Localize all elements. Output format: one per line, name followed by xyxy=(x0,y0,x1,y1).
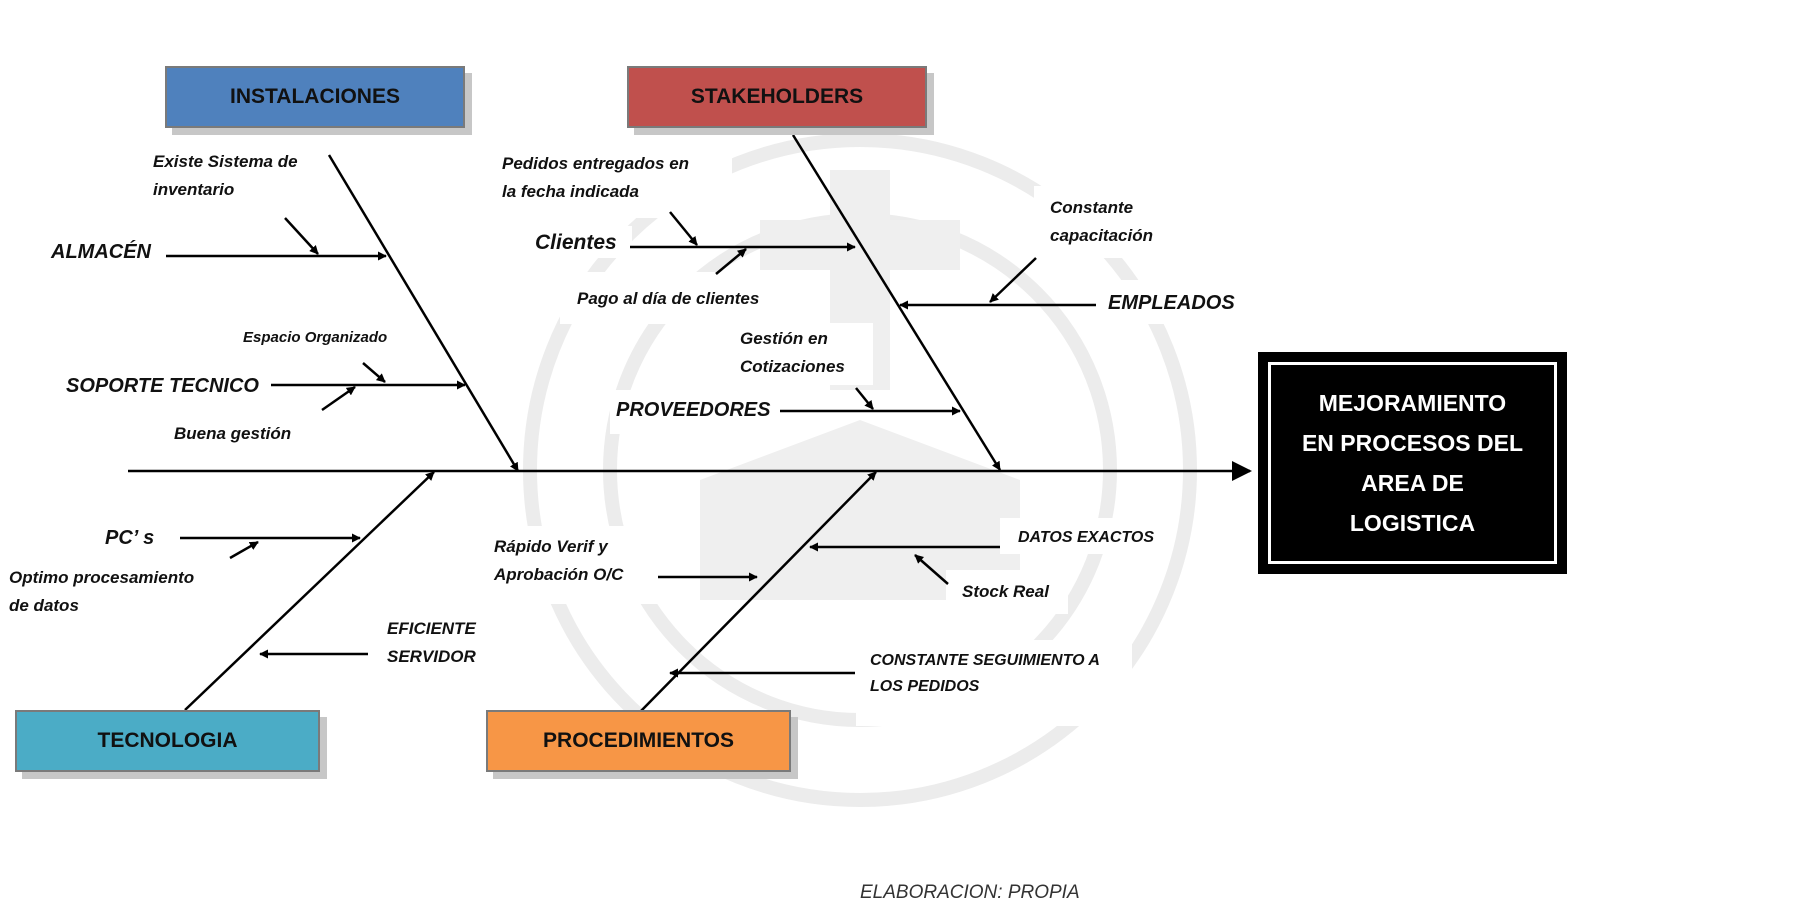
cause-pedidos-entregados: Pedidos entregados en la fecha indicada xyxy=(502,154,690,202)
cause-proveedores: PROVEEDORES xyxy=(616,399,771,421)
category-stakeholders-label: STAKEHOLDERS xyxy=(690,85,864,108)
cause-stock-real: Stock Real xyxy=(962,582,1049,601)
bone-stakeholders xyxy=(791,134,1002,471)
cause-espacio-organizado: Espacio Organizado xyxy=(243,329,388,346)
cause-buena-gestion: Buena gestión xyxy=(174,424,292,443)
cause-constante-seguimiento: CONSTANTE SEGUIMIENTO A LOS PEDIDOS xyxy=(870,652,1100,696)
effect-label: MEJORAMIENTO EN PROCESOS DEL AREA DE LOG… xyxy=(1301,389,1524,537)
bone-tecnologia xyxy=(184,471,435,711)
cause-constante-capacitacion: Constante capacitación xyxy=(1050,198,1153,246)
cause-pcs: PC’ s xyxy=(105,527,155,549)
cause-eficiente-servidor: EFICIENTE SERVIDOR xyxy=(387,619,476,667)
category-instalaciones-label: INSTALACIONES xyxy=(230,85,400,108)
category-procedimientos: PROCEDIMIENTOS xyxy=(486,710,791,772)
cause-almacen: ALMACÉN xyxy=(51,241,151,263)
bone-procedimientos xyxy=(639,471,877,713)
category-tecnologia: TECNOLOGIA xyxy=(15,710,320,772)
cause-datos-exactos: DATOS EXACTOS xyxy=(1018,529,1155,546)
cause-empleados: EMPLEADOS xyxy=(1108,292,1235,314)
cause-rapido-verif: Rápido Verif y Aprobación O/C xyxy=(494,537,624,585)
cause-clientes: Clientes xyxy=(535,231,617,254)
cause-pago-al-dia: Pago al día de clientes xyxy=(577,289,760,308)
category-stakeholders: STAKEHOLDERS xyxy=(627,66,927,128)
cause-soporte-tecnico: SOPORTE TECNICO xyxy=(66,375,259,397)
cause-gestion-cotizaciones: Gestión en Cotizaciones xyxy=(740,329,845,377)
category-instalaciones: INSTALACIONES xyxy=(165,66,465,128)
cause-optimo-procesamiento: Optimo procesamiento de datos xyxy=(9,568,195,616)
cause-existe-sistema: Existe Sistema de inventario xyxy=(153,152,298,200)
category-tecnologia-label: TECNOLOGIA xyxy=(97,729,238,752)
bone-instalaciones xyxy=(327,154,520,472)
footer-credit: ELABORACION: PROPIA xyxy=(860,882,1080,903)
category-procedimientos-label: PROCEDIMIENTOS xyxy=(543,729,734,752)
effect-box: MEJORAMIENTO EN PROCESOS DEL AREA DE LOG… xyxy=(1258,352,1567,574)
